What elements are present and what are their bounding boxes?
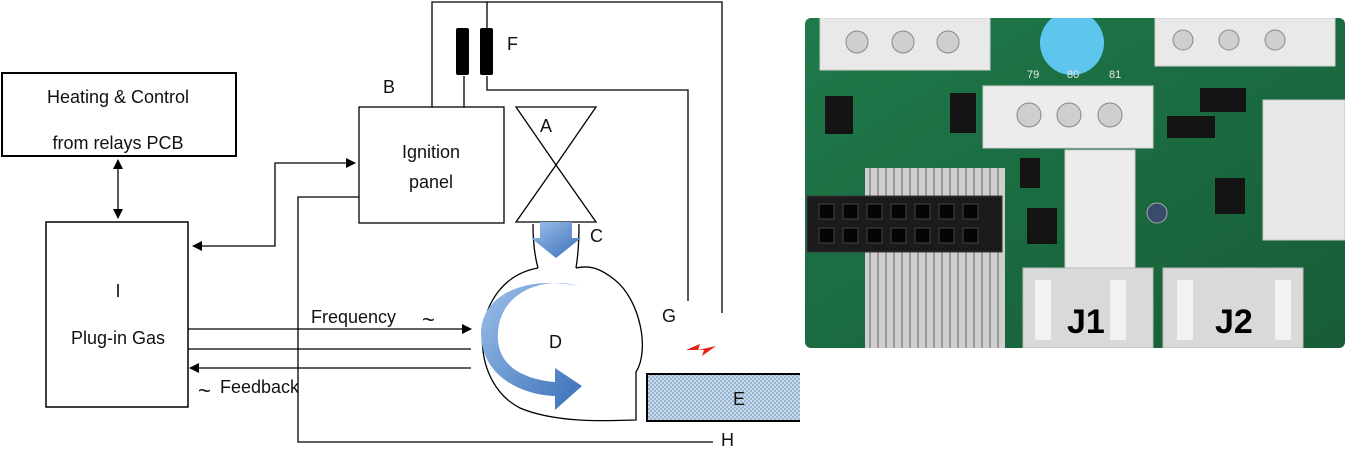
ic-chip bbox=[1020, 158, 1040, 188]
ignition-panel-line1: Ignition bbox=[402, 142, 460, 162]
ribbon-cable bbox=[865, 168, 1005, 348]
label-f: F bbox=[507, 34, 518, 54]
connector-j1-label: J1 bbox=[1067, 303, 1105, 341]
top-right-connector bbox=[1154, 18, 1336, 67]
electrode-e bbox=[646, 373, 800, 422]
transformer-f bbox=[456, 28, 493, 75]
ignition-plugin-link bbox=[192, 158, 356, 251]
middle-connector bbox=[982, 85, 1154, 149]
ic-chip bbox=[825, 96, 853, 134]
top-left-connector bbox=[819, 18, 991, 71]
plugin-gas-box: I Plug-in Gas bbox=[45, 221, 189, 408]
capacitor bbox=[1146, 202, 1168, 224]
connector-j2-label: J2 bbox=[1215, 303, 1253, 341]
feedback-label: Feedback bbox=[220, 377, 300, 397]
spark-icon bbox=[686, 344, 716, 356]
frequency-label: Frequency bbox=[311, 307, 396, 327]
header-socket bbox=[806, 195, 1003, 253]
pin-number-79: 79 bbox=[1027, 69, 1039, 81]
swirl-arrow bbox=[480, 283, 582, 410]
wire-f-left bbox=[431, 1, 488, 107]
pin-number-80: 80 bbox=[1067, 69, 1079, 81]
frequency-tilde: ~ bbox=[422, 307, 435, 332]
ic-chip bbox=[1200, 88, 1246, 112]
blue-component bbox=[1040, 18, 1104, 75]
ignition-system-diagram: Heating & Control from relays PCB I Plug… bbox=[1, 1, 800, 450]
relay-right bbox=[1262, 99, 1345, 241]
relay-middle bbox=[1064, 149, 1136, 281]
label-d: D bbox=[549, 332, 562, 352]
ic-chip bbox=[1167, 116, 1215, 138]
label-h: H bbox=[721, 430, 734, 450]
gas-valve-a bbox=[514, 106, 598, 223]
wire-g bbox=[486, 76, 689, 301]
venturi-c bbox=[532, 223, 580, 269]
pin-number-81: 81 bbox=[1109, 69, 1121, 81]
label-g: G bbox=[662, 306, 676, 326]
ic-chip bbox=[1027, 208, 1057, 244]
wire-f-right bbox=[487, 1, 723, 313]
heating-control-line1: Heating & Control bbox=[47, 87, 189, 107]
gas-flow-arrow bbox=[531, 222, 581, 258]
label-b: B bbox=[383, 77, 395, 97]
heating-control-line2: from relays PCB bbox=[52, 133, 183, 153]
plugin-gas-id: I bbox=[115, 281, 120, 301]
ignition-panel-box: Ignition panel bbox=[358, 106, 505, 224]
pcb-photo: 79 80 81 bbox=[805, 18, 1345, 348]
connector-j2: J2 bbox=[1162, 267, 1304, 348]
connector-j1: J1 bbox=[1022, 267, 1154, 348]
label-e: E bbox=[733, 389, 745, 409]
ic-chip bbox=[950, 93, 976, 133]
ignition-panel-line2: panel bbox=[409, 172, 453, 192]
heating-control-box: Heating & Control from relays PCB bbox=[1, 72, 237, 157]
ic-chip bbox=[1215, 178, 1245, 214]
label-a: A bbox=[540, 116, 552, 136]
ground-wire-h bbox=[297, 196, 713, 443]
feedback-tilde: ~ bbox=[198, 378, 211, 403]
label-c: C bbox=[590, 226, 603, 246]
plugin-gas-label: Plug-in Gas bbox=[71, 328, 165, 348]
